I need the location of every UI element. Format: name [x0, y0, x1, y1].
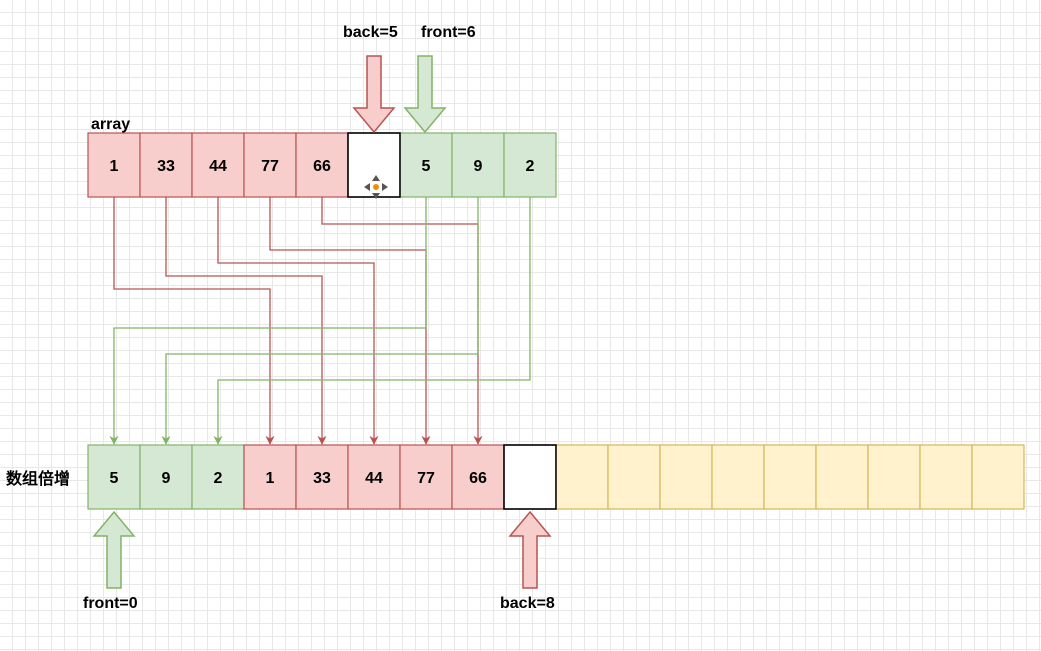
- original-cell-0: [87, 132, 141, 198]
- original-cell-value-7: 9: [474, 158, 483, 175]
- move-cursor-icon: [364, 175, 388, 199]
- original-cell-4: [295, 132, 349, 198]
- connector-7-to-1: [161, 197, 479, 445]
- doubled-cell-6: [399, 444, 453, 510]
- original-cell-value-4: 66: [313, 158, 331, 175]
- original-cell-value-1: 33: [157, 158, 175, 175]
- doubled-cell-5: [347, 444, 401, 510]
- doubled-cell-12: [711, 444, 765, 510]
- original-cell-7: [451, 132, 505, 198]
- top-back-label: back=5: [343, 24, 398, 41]
- connector-2-to-5: [217, 197, 379, 445]
- top-back-pointer-arrow: [352, 55, 396, 134]
- doubled-cell-7: [451, 444, 505, 510]
- original-cell-8: [503, 132, 557, 198]
- connector-3-to-6: [269, 197, 431, 445]
- original-cell-value-3: 77: [261, 158, 279, 175]
- doubled-cell-value-2: 2: [214, 470, 223, 487]
- doubled-cell-16: [919, 444, 973, 510]
- original-cell-value-8: 2: [526, 158, 535, 175]
- doubled-cell-2: [191, 444, 245, 510]
- doubled-cell-11: [659, 444, 713, 510]
- doubled-empty-cell-border-8: [503, 444, 557, 510]
- connector-1-to-4: [165, 197, 327, 445]
- original-cell-value-6: 5: [422, 158, 431, 175]
- doubled-cell-value-7: 66: [469, 470, 487, 487]
- bottom-front-label: front=0: [83, 595, 138, 612]
- doubled-cell-15: [867, 444, 921, 510]
- doubled-cell-value-0: 5: [110, 470, 119, 487]
- doubled-cell-14: [815, 444, 869, 510]
- doubled-cell-9: [555, 444, 609, 510]
- original-cell-3: [243, 132, 297, 198]
- doubled-cell-17: [971, 444, 1025, 510]
- doubled-cell-10: [607, 444, 661, 510]
- doubled-cell-1: [139, 444, 193, 510]
- array-label: array: [91, 116, 130, 133]
- doubled-cell-value-5: 44: [365, 470, 383, 487]
- connector-8-to-2: [213, 197, 531, 445]
- original-cell-value-2: 44: [209, 158, 227, 175]
- doubled-cell-3: [243, 444, 297, 510]
- doubled-cell-13: [763, 444, 817, 510]
- doubled-array-label: 数组倍增: [6, 469, 70, 488]
- original-cell-1: [139, 132, 193, 198]
- doubled-cell-value-4: 33: [313, 470, 331, 487]
- bottom-back-label: back=8: [500, 595, 555, 612]
- bottom-back-pointer-arrow: [508, 510, 552, 589]
- top-front-pointer-arrow: [403, 55, 447, 134]
- doubled-cell-value-6: 77: [417, 470, 435, 487]
- copy-connectors: [109, 197, 531, 445]
- bottom-front-pointer-arrow: [92, 510, 136, 589]
- connector-4-to-7: [321, 197, 483, 445]
- connector-6-to-0: [109, 197, 427, 445]
- doubled-cell-value-3: 1: [266, 470, 275, 487]
- original-array: 1 33 44 77 66 5 9 2: [87, 132, 557, 198]
- top-front-label: front=6: [421, 24, 476, 41]
- original-cell-2: [191, 132, 245, 198]
- doubled-cell-8: [503, 444, 557, 510]
- original-cell-value-0: 1: [110, 158, 119, 175]
- doubled-cell-value-1: 9: [162, 470, 171, 487]
- connector-0-to-3: [113, 197, 275, 445]
